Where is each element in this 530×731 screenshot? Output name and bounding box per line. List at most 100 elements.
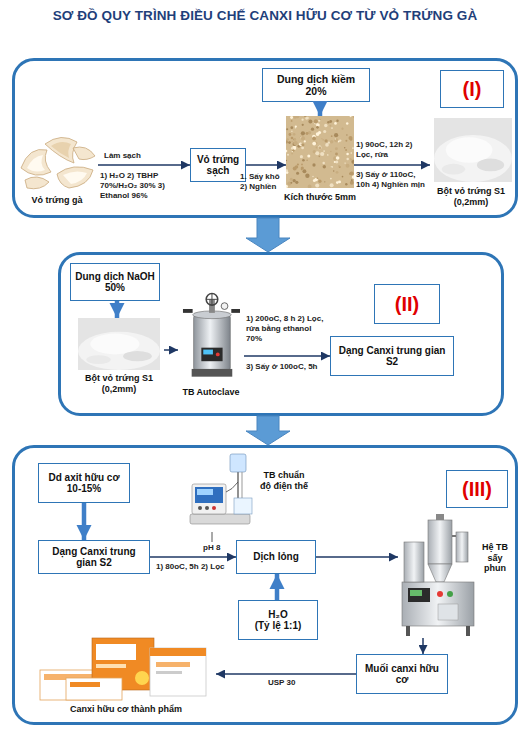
photo-illustration (182, 292, 240, 384)
illustration-part (86, 355, 111, 364)
illustration-part (323, 165, 326, 168)
illustration-part (328, 142, 330, 144)
illustration-part (96, 644, 136, 660)
photo-caption-group: TB Autoclave (178, 387, 244, 398)
illustration-part (286, 150, 287, 153)
illustration-part (331, 135, 333, 137)
illustration-part (325, 143, 329, 147)
illustration-part (434, 135, 512, 182)
illustration-part (349, 116, 351, 117)
edge-label: 1) 80oC, 5h 2) Lọc (156, 562, 226, 572)
illustration-part (302, 124, 304, 126)
illustration-part (315, 184, 319, 188)
illustration-part (291, 152, 293, 154)
illustration-part (195, 487, 223, 503)
illustration-part (456, 532, 468, 562)
illustration-part (201, 348, 222, 362)
illustration-part (437, 591, 443, 597)
illustration-part (314, 119, 318, 123)
illustration-part (452, 535, 456, 537)
illustration-part (330, 183, 334, 187)
photo-caption: TB Autoclave (178, 387, 244, 398)
illustration-part (311, 128, 314, 131)
illustration-part (308, 185, 312, 189)
illustration-part (212, 506, 216, 510)
illustration-part (318, 119, 320, 121)
illustration-part (438, 604, 458, 620)
illustration-part (323, 150, 325, 152)
illustration-part (150, 648, 206, 696)
box-label: (Tỷ lệ 1:1) (255, 620, 302, 632)
photo-figure: Bột vỏ trứng S1 (0,2mm) (430, 118, 512, 214)
illustration-part (345, 183, 347, 185)
illustration-part (57, 167, 93, 188)
illustration-part (66, 678, 122, 700)
edge-label: USP 30 (268, 678, 328, 688)
illustration-part (289, 133, 292, 136)
illustration-part (324, 181, 325, 182)
photo-illustration (16, 128, 98, 192)
illustration-part (78, 332, 160, 370)
illustration-part (321, 138, 322, 139)
photo-figure: Bột vỏ trứng S1 (0,2mm) (74, 318, 164, 408)
illustration-part (334, 133, 338, 137)
illustration-part (322, 162, 324, 164)
illustration-part (301, 143, 302, 144)
illustration-part (230, 454, 246, 472)
illustration-part (70, 682, 100, 687)
illustration-part (291, 141, 292, 142)
illustration-part (306, 160, 307, 161)
illustration-part (336, 156, 340, 160)
illustration-part (288, 141, 291, 144)
illustration-part (346, 153, 349, 156)
illustration-part (324, 124, 327, 127)
illustration-part (410, 590, 422, 596)
photo-illustration (186, 452, 258, 532)
illustration-part (25, 177, 49, 189)
illustration-part (231, 309, 240, 313)
illustration-part (341, 128, 343, 130)
illustration-part (291, 147, 293, 149)
illustration-part (290, 182, 292, 184)
illustration-part (302, 143, 305, 146)
stage-number: (II) (395, 293, 419, 316)
illustration-part (312, 137, 316, 141)
illustration-part (291, 130, 293, 132)
illustration-part (290, 178, 293, 181)
illustration-part (346, 164, 350, 168)
box-label: Dạng Canxi trung gian S2 (42, 546, 146, 569)
photo-illustration (78, 318, 160, 370)
illustration-part (317, 178, 319, 180)
photo-caption: Bột vỏ trứng S1 (0,2mm) (430, 186, 512, 207)
illustration-part (301, 166, 304, 169)
illustration-part (216, 353, 220, 357)
illustration-part (291, 137, 294, 140)
illustration-part (315, 151, 319, 155)
edge-label: 1) 200oC, 8 h 2) Lọc, rửa bằng ethanol 7… (246, 314, 328, 344)
photo-caption: TB chuẩn độ điện thế (258, 470, 310, 491)
illustration-part (353, 116, 354, 117)
illustration-part (334, 138, 338, 142)
stage-number-box: (I) (440, 70, 504, 108)
diagram-title: SƠ ĐỒ QUY TRÌNH ĐIỀU CHẾ CANXI HỮU CƠ TỪ… (0, 8, 530, 23)
illustration-part (346, 158, 348, 160)
photo-caption-group: Bột vỏ trứng S1 (0,2mm) (74, 373, 164, 394)
illustration-part (352, 175, 354, 179)
box-label: Dạng Canxi trung gian S2 (334, 345, 450, 368)
illustration-part (291, 120, 293, 122)
illustration-part (287, 154, 289, 156)
illustration-part (286, 140, 288, 143)
edge-label: 1) 90oC, 12h 2) Lọc, rửa (356, 140, 428, 160)
photo-caption: Vỏ trứng gà (16, 195, 98, 206)
illustration-part (21, 149, 51, 175)
illustration-part (334, 122, 337, 125)
process-stage-panel: Dung dịch kiềm 20%(I)Vỏ trứng gàVỏ trứng… (12, 58, 518, 218)
photo-caption: Kích thước 5mm (280, 192, 360, 203)
illustration-part (221, 303, 228, 310)
illustration-part (300, 155, 303, 158)
illustration-part (344, 147, 345, 148)
illustration-part (327, 121, 330, 124)
illustration-part (306, 132, 309, 135)
box-label: Dung dịch kiềm 20% (266, 73, 366, 97)
illustration-part (301, 136, 305, 140)
